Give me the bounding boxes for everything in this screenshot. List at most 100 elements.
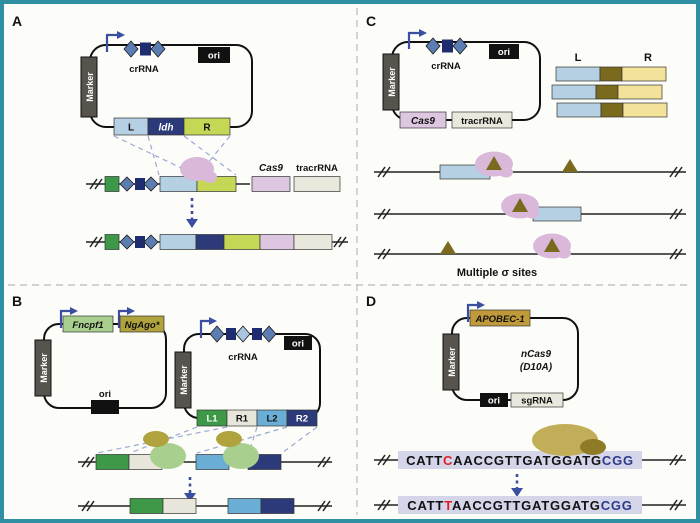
ngago-gene-label: NgAgo*: [125, 320, 161, 331]
panel-b-label: B: [12, 293, 22, 309]
promoter-arrow-icon: [117, 307, 135, 328]
base-editor-blob: [532, 424, 606, 456]
panel-a-label: A: [12, 13, 22, 29]
marker-label: Marker: [85, 72, 95, 102]
plasmid-a: Marker crRNA ori L ldh R: [80, 31, 253, 136]
genome-line-before: CATTCAACCGTTGATGGATGCGG: [374, 424, 686, 469]
promoter-arrow-icon: [466, 301, 485, 322]
cas9-gene-box: [251, 176, 291, 192]
crrna-repeat-spacer-icon: [119, 234, 159, 250]
donor-cassette-row: [551, 84, 663, 100]
r2-arm-box: [286, 409, 318, 427]
cpf1-protein-blob: [223, 443, 259, 469]
left-arm-site-box: [159, 234, 197, 250]
integration-arrow-icon: [511, 474, 523, 497]
marker-box: [174, 351, 192, 409]
genome-line-after: [86, 234, 348, 250]
l2-site-box: [227, 498, 262, 514]
sigma-site-triangle: [512, 198, 528, 212]
genome-break-icon: [317, 456, 331, 468]
genome-line-before: [78, 431, 332, 470]
right-homology-arm-label: R: [203, 123, 211, 134]
genome-break-icon: [377, 499, 391, 511]
cpf1-protein-blob: [150, 443, 186, 469]
sgrna-box: [510, 392, 564, 408]
crrna-label: crRNA: [228, 352, 258, 363]
panel-a: A Marker crRNA ori L ldh R: [12, 13, 348, 250]
genome-break-icon: [669, 208, 683, 220]
apobec-gene-label: APOBEC-1: [474, 314, 524, 325]
panel-d: D APOBEC-1 Marker nCas9 (D10A) ori sgRNA: [366, 293, 686, 514]
marker-label: Marker: [39, 353, 49, 383]
ngago-protein-blob: [143, 431, 169, 447]
genome-break-icon: [317, 500, 331, 512]
right-arm-site-box: [223, 234, 261, 250]
tracrrna-label: tracrRNA: [296, 163, 338, 174]
marker-box: [382, 53, 400, 111]
fncpf1-gene-label: Fncpf1: [72, 320, 103, 331]
marker-label: Marker: [387, 67, 397, 97]
ori-box: [284, 336, 312, 350]
genome-break-icon: [89, 178, 103, 190]
genome-break-icon: [377, 208, 391, 220]
edited-sequence-box: [398, 496, 642, 514]
crrna-repeat-spacer-icon: [425, 37, 468, 55]
crrna-label: crRNA: [431, 61, 461, 72]
genome-line-sigma-3: [374, 233, 686, 260]
crrna-repeat-spacer-icon: [119, 176, 159, 192]
integrated-arm-box: [532, 206, 582, 222]
cas9-gene-box: [399, 111, 447, 129]
r2-site-box: [260, 498, 295, 514]
cas9-gene-label: Cas9: [411, 116, 435, 127]
sigma-site-triangle: [562, 159, 578, 172]
marker-box: [80, 56, 98, 118]
panel-c: C Marker crRNA ori Cas9 tracrRNA L R: [366, 13, 686, 279]
ori-label: ori: [292, 339, 304, 350]
cas9-protein-blob: [180, 157, 217, 183]
left-homology-arm-label: L: [128, 123, 134, 134]
donor-cassette-row: [556, 102, 668, 118]
genome-break-icon: [669, 454, 683, 466]
genome-line-after: CATTTAACCGTTGATGGATGCGG: [374, 496, 686, 514]
left-arm-label: L: [575, 52, 582, 64]
ori-label: ori: [99, 389, 111, 400]
multiple-sigma-sites-caption: Multiple σ sites: [457, 267, 537, 279]
genome-line-sigma-1: [374, 151, 686, 180]
marker-box: [442, 333, 460, 391]
promoter-arrow-icon: [105, 31, 125, 52]
genome-break-icon: [81, 500, 95, 512]
l2-arm-label: L2: [266, 414, 277, 425]
marker-box: [34, 339, 52, 397]
marker-label: Marker: [447, 347, 457, 377]
tracrrna-box: [451, 111, 513, 129]
ncas9-variant-label: (D10A): [520, 362, 553, 373]
genome-break-icon: [377, 454, 391, 466]
genome-line-after: [78, 498, 332, 514]
crrna-repeat-spacer-icon: [209, 325, 277, 343]
right-arm-label: R: [644, 52, 652, 64]
right-homology-arm-box: [183, 117, 231, 136]
genome-break-icon: [377, 248, 391, 260]
r1-site-box: [162, 498, 197, 514]
ori-box: [480, 393, 508, 407]
integration-arrow-icon: [186, 198, 198, 228]
crrna-repeat-spacer-icon: [123, 40, 166, 58]
genome-green-box: [104, 234, 120, 250]
ori-box: [91, 400, 119, 414]
tracrrna-integrated-box: [293, 234, 333, 250]
ngago-gene-box: [119, 315, 165, 333]
l1-arm-label: L1: [206, 414, 218, 425]
ncas9-label: nCas9: [521, 349, 551, 360]
plasmid-b-nuclease: Marker Fncpf1 NgAgo* ori: [34, 307, 167, 414]
cas9-gene-label: Cas9: [259, 163, 283, 174]
genome-break-icon: [81, 456, 95, 468]
plasmid-d: APOBEC-1 Marker nCas9 (D10A) ori sgRNA: [442, 301, 579, 408]
ldh-integrated-box: [195, 234, 225, 250]
crrna-label: crRNA: [129, 64, 159, 75]
l1-site-box: [95, 454, 130, 470]
ngago-protein-blob: [216, 431, 242, 447]
ldh-gene-label: ldh: [159, 123, 174, 134]
tracrrna-box: [293, 176, 341, 192]
